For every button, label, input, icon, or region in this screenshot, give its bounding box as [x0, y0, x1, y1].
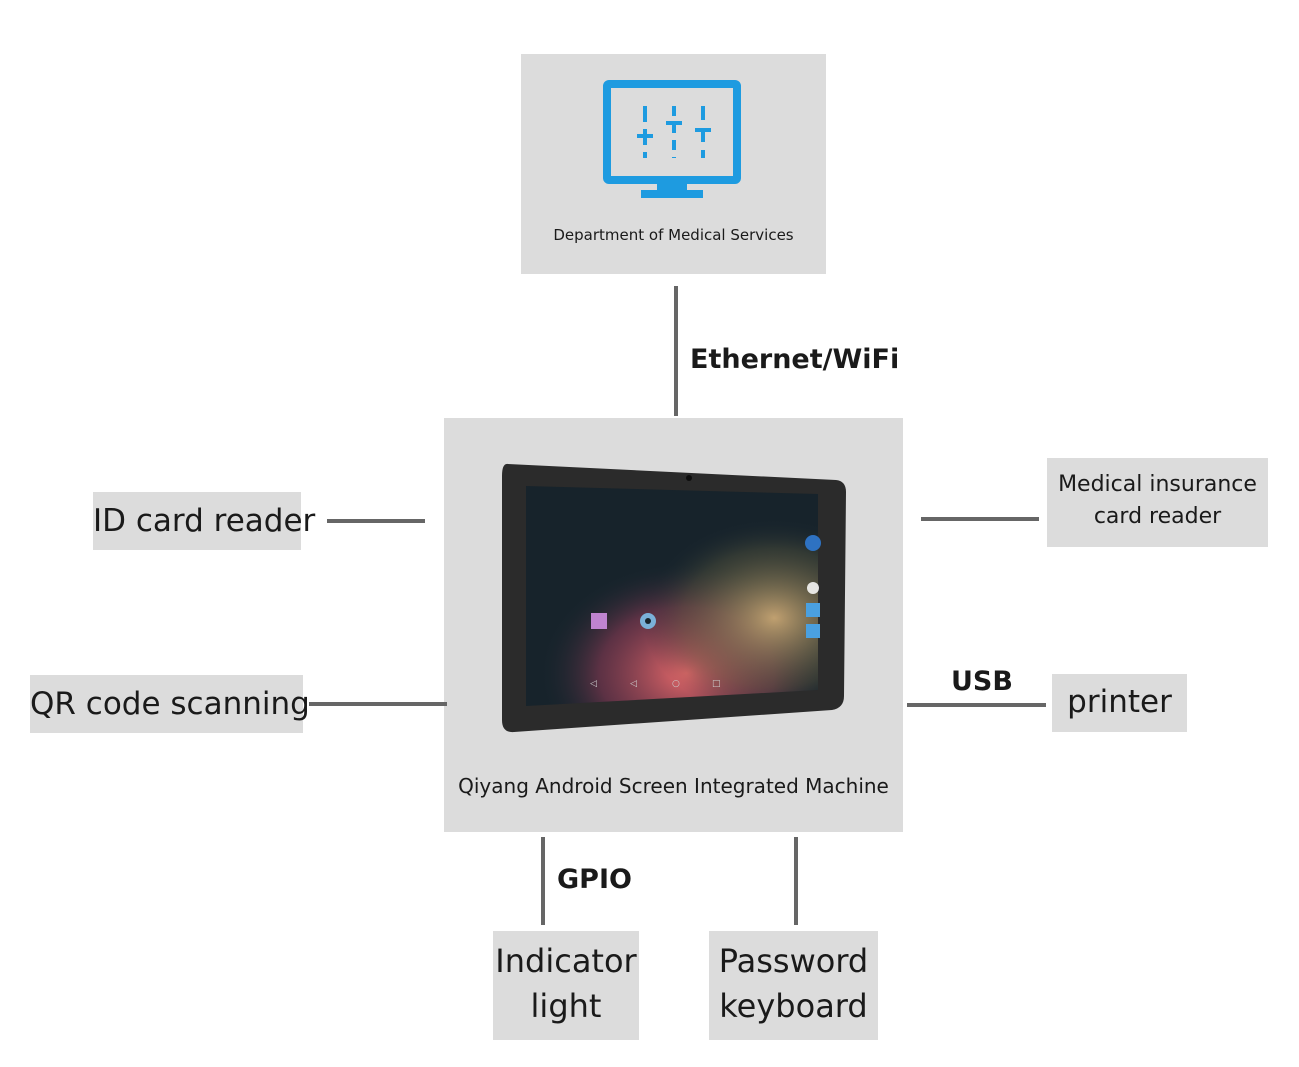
android-tablet-image: ◁ ◁ ○ □ [502, 463, 846, 733]
department-label: Department of Medical Services [553, 226, 794, 244]
printer-node: printer [1052, 674, 1187, 732]
monitor-sliders-icon [603, 80, 741, 198]
password-keyboard-label-line1: Password [718, 942, 869, 980]
indicator-light-node: Indicator light [493, 931, 639, 1040]
id-card-connector [327, 519, 425, 523]
printer-connector [907, 703, 1046, 707]
svg-text:◁: ◁ [590, 679, 597, 689]
svg-text:□: □ [712, 679, 721, 689]
password-keyboard-connector [794, 837, 798, 925]
svg-text:○: ○ [672, 679, 680, 689]
qr-code-connector [309, 702, 447, 706]
network-label: Ethernet/WiFi [690, 344, 900, 375]
machine-node: ◁ ◁ ○ □ Qiyang Android Screen Integrated… [444, 418, 903, 832]
qr-code-node: QR code scanning [30, 675, 310, 733]
gpio-label: GPIO [557, 864, 632, 895]
medical-insurance-connector [921, 517, 1039, 521]
printer-label: printer [1067, 684, 1172, 720]
department-node: Department of Medical Services [521, 54, 826, 274]
network-connector [674, 286, 678, 416]
id-card-reader-node: ID card reader [93, 492, 316, 550]
medical-insurance-label-line2: card reader [1093, 504, 1222, 529]
medical-insurance-node: Medical insurance card reader [1047, 458, 1268, 547]
indicator-light-label-line2: light [530, 987, 602, 1025]
indicator-light-label-line1: Indicator [495, 942, 637, 980]
medical-insurance-label-line1: Medical insurance [1058, 472, 1257, 497]
password-keyboard-label-line2: keyboard [719, 987, 868, 1025]
id-card-reader-label: ID card reader [93, 503, 316, 539]
qr-code-label: QR code scanning [30, 686, 310, 722]
machine-label: Qiyang Android Screen Integrated Machine [458, 774, 889, 798]
svg-text:◁: ◁ [630, 679, 637, 689]
password-keyboard-node: Password keyboard [709, 931, 878, 1040]
gpio-connector [541, 837, 545, 925]
usb-label: USB [951, 666, 1013, 697]
